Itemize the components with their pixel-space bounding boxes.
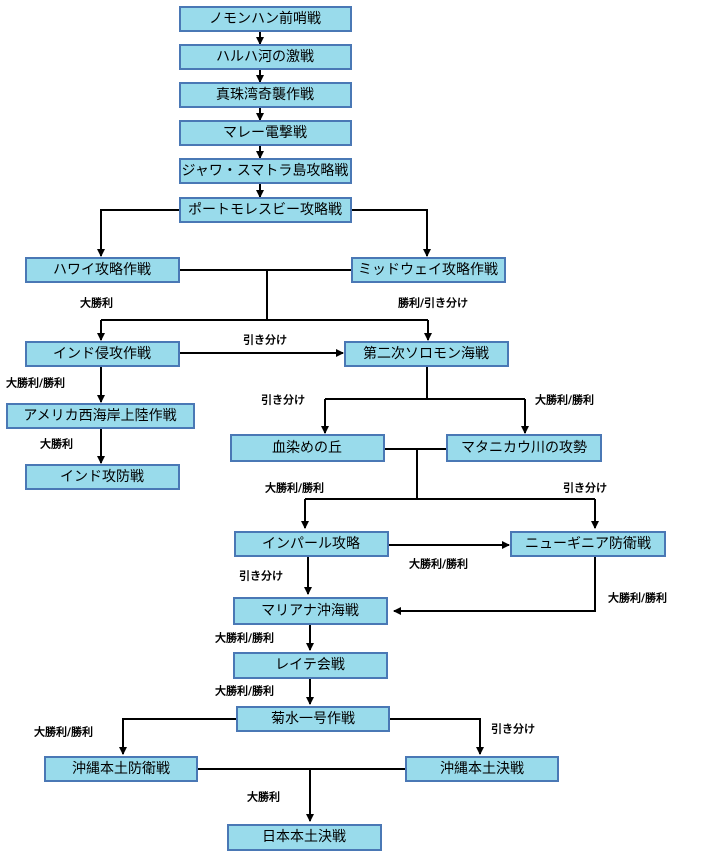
- node-label: レイテ会戦: [275, 657, 345, 673]
- arrow-moresby-hawaii: [97, 209, 180, 257]
- node-america-landing: アメリカ西海岸上陸作戦: [6, 403, 195, 429]
- node-label: マレー電撃戦: [223, 125, 307, 141]
- edge-label-midway-solomon: 勝利/引き分け: [398, 296, 468, 310]
- node-nomonhan: ノモンハン前哨戦: [179, 6, 352, 32]
- edge-label-kikusui-okinawa-defense: 大勝利/勝利: [34, 725, 93, 739]
- node-new-guinea: ニューギニア防衛戦: [510, 531, 666, 557]
- arrow-new-guinea-marianas: [393, 557, 596, 615]
- arrow-moresby-midway: [350, 209, 431, 257]
- node-label: ミッドウェイ攻略作戦: [358, 262, 498, 278]
- edge-label-matanikau-imphal: 大勝利/勝利: [265, 481, 324, 495]
- node-label: アメリカ西海岸上陸作戦: [23, 408, 176, 424]
- node-india-defense: インド攻防戦: [25, 464, 180, 490]
- edge-label-imphal-marianas: 引き分け: [239, 569, 283, 583]
- node-pearl-harbor: 真珠湾奇襲作戦: [179, 82, 352, 108]
- edge-label-okinawa-japan: 大勝利: [247, 790, 280, 804]
- edge-label-india-solomon: 引き分け: [243, 333, 287, 347]
- node-label: マリアナ沖海戦: [261, 603, 359, 619]
- node-bloody-hill: 血染めの丘: [230, 434, 385, 462]
- arrow-kikusui-okinawa-decisive: [389, 718, 484, 755]
- node-java-sumatra: ジャワ・スマトラ島攻略戦: [179, 158, 352, 184]
- node-port-moresby: ポートモレスビー攻略戦: [179, 197, 352, 223]
- node-okinawa-defense: 沖縄本土防衛戦: [44, 756, 198, 782]
- node-label: インド攻防戦: [60, 469, 144, 485]
- edge-label-matanikau-new-guinea: 引き分け: [563, 481, 607, 495]
- node-malay: マレー電撃戦: [179, 120, 352, 146]
- node-label: マタニカウ川の攻勢: [461, 440, 587, 456]
- node-label: 菊水一号作戦: [271, 711, 355, 727]
- node-label: ノモンハン前哨戦: [209, 10, 321, 27]
- edge-label-imphal-new-guinea: 大勝利/勝利: [409, 557, 468, 571]
- arrow-kikusui-okinawa-defense: [119, 718, 237, 755]
- node-label: 沖縄本土決戦: [440, 761, 524, 777]
- node-solomon: 第二次ソロモン海戦: [344, 341, 509, 367]
- edge-label-marianas-leyte: 大勝利/勝利: [215, 631, 274, 645]
- node-label: インド侵攻作戦: [53, 345, 151, 362]
- connectors: [97, 31, 599, 822]
- edge-label-leyte-kikusui: 大勝利/勝利: [215, 684, 274, 698]
- edge-label-america-india-defense: 大勝利: [40, 437, 73, 451]
- node-imphal: インパール攻略: [234, 531, 389, 557]
- node-japan-decisive: 日本本土決戦: [227, 824, 382, 851]
- node-label: ハワイ攻略作戦: [53, 262, 151, 278]
- node-okinawa-decisive: 沖縄本土決戦: [405, 756, 559, 782]
- node-label: 真珠湾奇襲作戦: [216, 86, 314, 103]
- node-kikusui: 菊水一号作戦: [236, 706, 390, 732]
- node-label: 第二次ソロモン海戦: [363, 345, 489, 362]
- edge-label-india-america: 大勝利/勝利: [6, 376, 65, 390]
- node-label: ニューギニア防衛戦: [525, 536, 651, 552]
- node-label: 沖縄本土防衛戦: [72, 761, 170, 777]
- node-label: 日本本土決戦: [262, 829, 346, 845]
- node-label: ハルハ河の激戦: [216, 48, 314, 65]
- node-halha: ハルハ河の激戦: [179, 44, 352, 70]
- node-midway: ミッドウェイ攻略作戦: [351, 257, 506, 283]
- node-leyte: レイテ会戦: [233, 652, 388, 679]
- node-india-invasion: インド侵攻作戦: [25, 341, 180, 367]
- node-label: 血染めの丘: [272, 440, 342, 456]
- edge-label-hawaii-india: 大勝利: [80, 296, 113, 310]
- node-label: インパール攻略: [262, 536, 360, 552]
- node-matanikau: マタニカウ川の攻勢: [446, 434, 602, 462]
- edge-label-solomon-matanikau: 大勝利/勝利: [535, 393, 594, 407]
- node-hawaii: ハワイ攻略作戦: [25, 257, 180, 283]
- node-marianas: マリアナ沖海戦: [233, 597, 388, 625]
- edge-label-kikusui-okinawa-decisive: 引き分け: [491, 722, 535, 736]
- node-label: ジャワ・スマトラ島攻略戦: [182, 163, 349, 179]
- edge-label-new-guinea-marianas: 大勝利/勝利: [608, 591, 667, 605]
- node-label: ポートモレスビー攻略戦: [188, 202, 342, 218]
- edge-label-solomon-bloody-hill: 引き分け: [261, 393, 305, 407]
